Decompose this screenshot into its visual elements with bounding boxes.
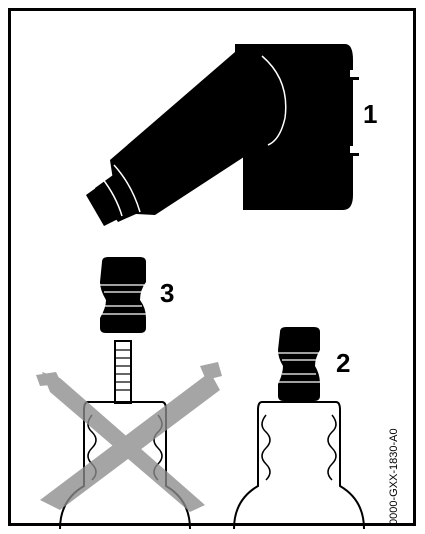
sensor-body-icon [86, 44, 359, 226]
protective-cap-icon [100, 257, 146, 333]
callout-1: 1 [363, 99, 377, 129]
bare-thread-bottle-icon [59, 340, 191, 530]
callout-3: 3 [160, 278, 174, 308]
callout-2: 2 [336, 348, 350, 378]
cross-out-mark-icon [36, 362, 222, 512]
figure-frame [8, 8, 416, 526]
capped-bottle-icon [233, 327, 365, 530]
figure-code: 0000-GXX-1830-A0 [388, 428, 400, 525]
